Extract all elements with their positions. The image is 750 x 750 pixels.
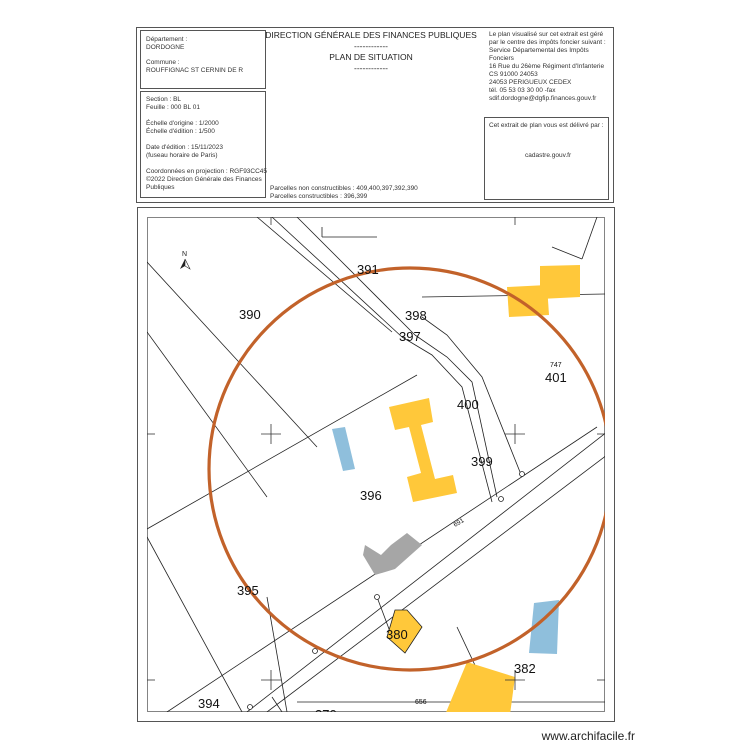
office-line: sdif.dordogne@dgfip.finances.gouv.fr: [489, 95, 597, 102]
parcel-label: 395: [237, 583, 259, 598]
parcel-label: 397: [399, 329, 421, 344]
boundary-marker: [519, 471, 525, 477]
parcel-line: [147, 331, 268, 498]
office-line: par le centre des impôts foncier suivant…: [489, 39, 606, 46]
parcel-label: 370: [315, 707, 337, 722]
echelle-origine: Échelle d'origine : 1/2000: [146, 120, 219, 127]
parcel-line: [401, 336, 493, 503]
coordinate-labels: 1542050 1542100 1542050 1542100 4207300 …: [257, 212, 525, 218]
office-line: Service Départemental des Impôts: [489, 47, 589, 54]
copyright-1: ©2022 Direction Générale des Finances: [146, 176, 262, 183]
parcel-line: [147, 261, 318, 448]
watermark[interactable]: www.archifacile.fr: [541, 729, 635, 743]
header-location-box: Département : DORDOGNE Commune : ROUFFIG…: [140, 30, 266, 89]
site: cadastre.gouv.fr: [525, 152, 572, 159]
road-edge: [266, 456, 605, 712]
coord-top-left: 1542050: [257, 212, 281, 218]
parcel-label: 394: [198, 696, 220, 711]
office-line: 24053 PERIGUEUX CEDEX: [489, 79, 572, 86]
parcel-line: [414, 334, 498, 498]
water-pool: [332, 427, 355, 471]
parcel-line: [421, 316, 523, 478]
commune-label: Commune :: [146, 59, 180, 66]
parcel-line: [147, 536, 243, 712]
office-line: 16 Rue du 26ème Régiment d'Infanterie: [489, 63, 605, 70]
situation-circle: [207, 266, 605, 672]
north-arrow-icon: N: [180, 251, 191, 270]
parcel-label: 396: [360, 488, 382, 503]
building: [540, 265, 580, 299]
parcel-notes: Parcelles non constructibles : 409,400,3…: [270, 185, 418, 201]
boundary-marker: [247, 704, 253, 710]
parcel-label: 391: [357, 262, 379, 277]
feuille: Feuille : 000 BL 01: [146, 104, 200, 111]
boundary-marker: [498, 496, 504, 502]
office-line: Fonciers: [489, 55, 514, 62]
parcel-label: 656: [415, 699, 427, 706]
parcel-label: 382: [514, 661, 536, 676]
inner-frame: [147, 217, 605, 712]
office-line: CS 91000 24053: [489, 71, 538, 78]
office-line: Le plan visualisé sur cet extrait est gé…: [489, 31, 604, 38]
parcel-label: 691: [453, 517, 466, 529]
north-label: N: [182, 251, 187, 258]
parcel-line: [147, 374, 418, 530]
boundary-marker: [374, 594, 380, 600]
parcels-non-constructibles: Parcelles non constructibles : 409,400,3…: [270, 185, 418, 192]
header-title-block: DIRECTION GÉNÉRALE DES FINANCES PUBLIQUE…: [260, 30, 482, 74]
title-sub: PLAN DE SITUATION: [329, 52, 413, 62]
parcel-label: 747: [550, 362, 562, 369]
parcel-line: [551, 246, 583, 260]
departement-label: Département :: [146, 36, 188, 43]
parcel-line: [256, 217, 393, 333]
office-info: Le plan visualisé sur cet extrait est gé…: [489, 31, 609, 103]
cadastral-map: N 391 390 398 397 747 401 400 399 396 69…: [137, 207, 615, 722]
parcel-label: 401: [545, 370, 567, 385]
header-frame: [136, 27, 614, 203]
section: Section : BL: [146, 96, 182, 103]
parcel-line: [581, 217, 598, 260]
parcel-numbers: 391 390 398 397 747 401 400 399 396 691 …: [198, 262, 567, 722]
boundary-markers: [247, 471, 525, 710]
grid-crosses: [147, 217, 605, 690]
date-edition: Date d'édition : 15/11/2023: [146, 144, 224, 151]
parcel-label: 380: [386, 627, 408, 642]
buildings: [332, 265, 580, 712]
parcel-label: 398: [405, 308, 427, 323]
parcel-line: [266, 596, 288, 712]
copyright-2: Publiques: [146, 184, 175, 191]
building-380: [386, 609, 423, 654]
coord-top-right: 1542100: [501, 212, 525, 218]
delivery-box: Cet extrait de plan vous est délivré par…: [484, 117, 609, 200]
building-gray: [363, 533, 422, 575]
header-sheet-box: Section : BL Feuille : 000 BL 01 Échelle…: [140, 91, 268, 198]
projection: Coordonnées en projection : RGF93CC45: [146, 168, 268, 175]
title-main: DIRECTION GÉNÉRALE DES FINANCES PUBLIQUE…: [265, 30, 477, 40]
commune: ROUFFIGNAC ST CERNIN DE R: [146, 67, 244, 74]
parcels-constructibles: Parcelles constructibles : 396,399: [270, 193, 368, 200]
parcel-label: 400: [457, 397, 479, 412]
title-dashes-1: ------------: [354, 41, 388, 51]
parcel-label: 399: [471, 454, 493, 469]
road-edge: [246, 433, 605, 712]
fuseau: (fuseau horaire de Paris): [146, 152, 218, 159]
parcel-label: 390: [239, 307, 261, 322]
parcel-line: [271, 217, 403, 338]
departement: DORDOGNE: [146, 44, 185, 51]
office-line: tél. 05 53 03 30 00 -fax: [489, 87, 556, 94]
delivered-by: Cet extrait de plan vous est délivré par…: [489, 122, 604, 129]
building: [446, 662, 515, 712]
echelle-edition: Échelle d'édition : 1/500: [146, 128, 215, 135]
title-dashes-2: ------------: [354, 63, 388, 73]
building: [389, 398, 457, 502]
boundary-marker: [312, 648, 318, 654]
building: [507, 285, 549, 317]
